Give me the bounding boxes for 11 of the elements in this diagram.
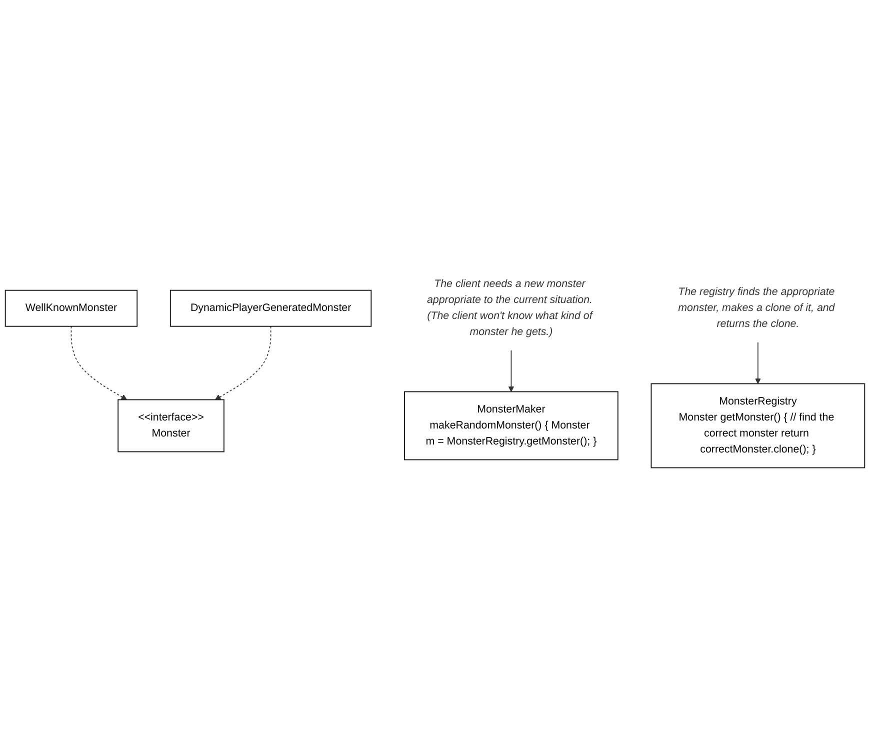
node-text: The client needs a new monster appropriate to the current situation. (The client won't know what kind of monster he gets.) (426, 278, 592, 338)
node-box: MonsterMaker makeRandomMonster() { Monster m = MonsterRegistry.getMonster(); } (404, 391, 618, 460)
arrow (70, 326, 128, 400)
arrow (214, 326, 272, 400)
node-text: The registry finds the appropriate monster, makes a clone of it, and returns the clone. (678, 286, 835, 330)
node-box: DynamicPlayerGeneratedMonster (170, 290, 372, 327)
node-box: MonsterRegistry Monster getMonster() { // find the correct monster return correctMonster.clone(); } (650, 383, 866, 468)
arrow (755, 342, 761, 384)
node-box: WellKnownMonster (4, 290, 138, 327)
node-box: <<interface>> Monster (118, 399, 224, 452)
arrow (508, 350, 514, 392)
